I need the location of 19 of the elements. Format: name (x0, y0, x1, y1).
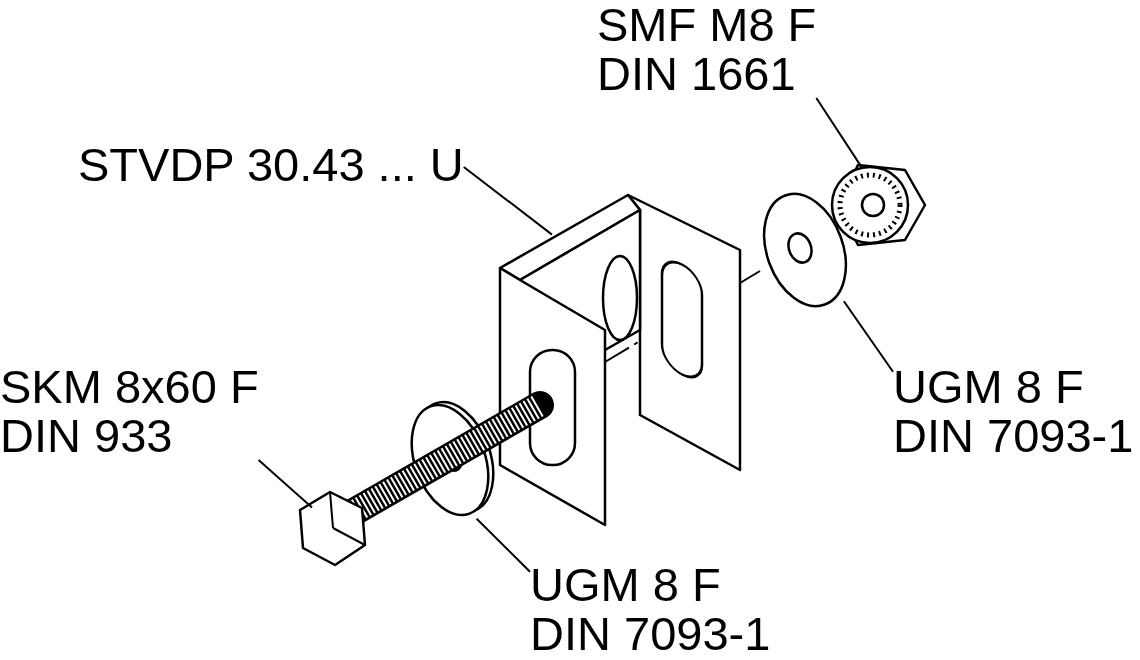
part-label: DIN 1661 (597, 49, 796, 98)
part-label: UGM 8 F (893, 362, 1084, 411)
part-label: UGM 8 F (530, 560, 721, 609)
part-label: STVDP 30.43 ... U (78, 140, 464, 189)
flange-nut-drawing (830, 163, 927, 247)
leader-line (257, 459, 313, 509)
bracket-drawing (498, 193, 761, 527)
leader-line (462, 165, 553, 236)
washer-drawing (762, 192, 848, 308)
leader-line (842, 300, 894, 373)
part-label: SKM 8x60 F (0, 362, 259, 411)
part-label: SMF M8 F (597, 0, 817, 49)
part-label: DIN 933 (0, 411, 173, 460)
leader-line (815, 97, 863, 169)
bolt-drawing (298, 391, 554, 567)
part-label: DIN 7093-1 (530, 609, 771, 658)
washer-drawing (410, 400, 495, 517)
part-label: DIN 7093-1 (893, 411, 1134, 460)
leader-line (475, 517, 531, 573)
